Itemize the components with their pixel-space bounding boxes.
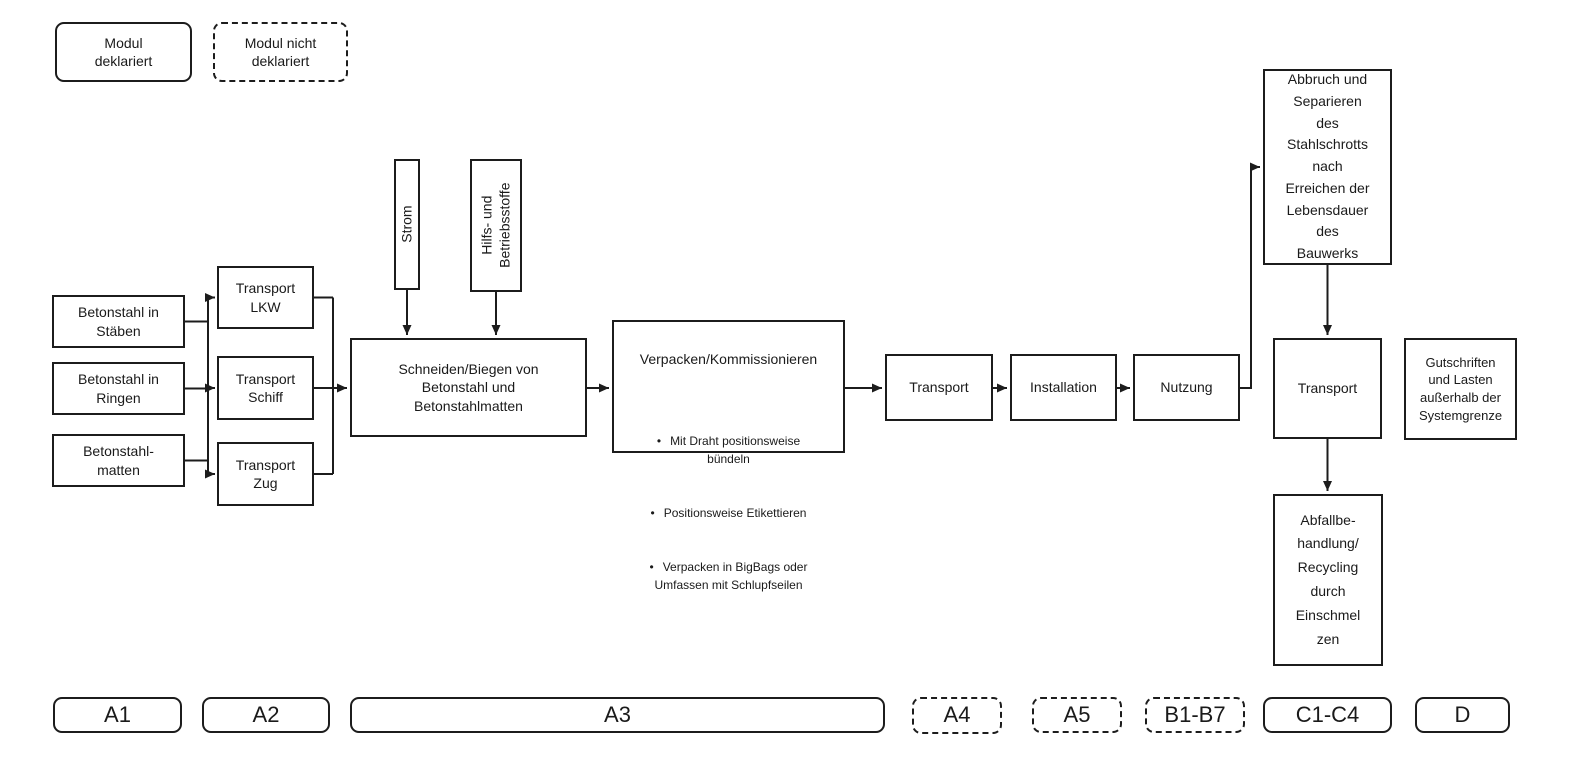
node-transport-zug: Transport Zug bbox=[217, 442, 314, 506]
bullet-icon: • bbox=[650, 505, 655, 520]
hilfs-betriebsstoffe-label: Hilfs- und Betriebsstoffe bbox=[478, 182, 514, 269]
list-item: • Positionsweise Etikettieren bbox=[614, 486, 843, 522]
module-label-a2: A2 bbox=[202, 697, 330, 733]
module-label-a1: A1 bbox=[53, 697, 182, 733]
verpacken-item-text: Mit Draht positionsweise bündeln bbox=[670, 433, 801, 466]
list-item: •Verpacken in BigBags oder Umfassen mit … bbox=[614, 540, 843, 594]
connector-nutzung-abbruch bbox=[1240, 162, 1260, 389]
verpacken-title: Verpacken/Kommissionieren bbox=[639, 351, 818, 368]
legend-module-not-declared: Modul nicht deklariert bbox=[213, 22, 348, 82]
node-nutzung: Nutzung bbox=[1133, 354, 1240, 421]
node-abfallbehandlung-recycling: Abfallbe- handlung/ Recycling durch Eins… bbox=[1273, 494, 1383, 666]
module-label-a3: A3 bbox=[350, 697, 885, 733]
node-installation: Installation bbox=[1010, 354, 1117, 421]
node-betonstahlmatten: Betonstahl- matten bbox=[52, 434, 185, 487]
bullet-icon: • bbox=[649, 559, 654, 574]
node-abbruch-separieren: Abbruch und Separieren des Stahlschrotts… bbox=[1263, 69, 1392, 265]
node-verpacken-kommissionieren: Verpacken/Kommissionieren • Mit Draht pos… bbox=[612, 320, 845, 592]
bullet-icon: • bbox=[656, 433, 662, 448]
node-transport-distribution: Transport bbox=[885, 354, 993, 421]
node-transport-eol: Transport bbox=[1273, 338, 1382, 439]
list-item: • Mit Draht positionsweise bündeln bbox=[614, 414, 843, 468]
node-transport-schiff: Transport Schiff bbox=[217, 356, 314, 420]
node-betonstahl-ringe: Betonstahl in Ringen bbox=[52, 362, 185, 415]
node-transport-lkw: Transport LKW bbox=[217, 266, 314, 329]
module-label-a5: A5 bbox=[1032, 697, 1122, 733]
module-label-a4: A4 bbox=[912, 697, 1002, 734]
node-schneiden-biegen: Schneiden/Biegen von Betonstahl und Beto… bbox=[350, 338, 587, 437]
node-gutschriften-lasten: Gutschriften und Lasten außerhalb der Sy… bbox=[1404, 338, 1517, 440]
module-label-b1-b7: B1-B7 bbox=[1145, 697, 1245, 733]
verpacken-list: • Mit Draht positionsweise bündeln • Posit… bbox=[614, 396, 843, 612]
module-label-d: D bbox=[1415, 697, 1510, 733]
verpacken-item-text: Verpacken in BigBags oder Umfassen mit S… bbox=[654, 559, 808, 592]
strom-label: Strom bbox=[398, 205, 415, 244]
node-hilfs-betriebsstoffe: Hilfs- und Betriebsstoffe bbox=[470, 159, 522, 292]
module-label-c1-c4: C1-C4 bbox=[1263, 697, 1392, 733]
legend-module-declared: Modul deklariert bbox=[55, 22, 192, 82]
node-betonstahl-staebe: Betonstahl in Stäben bbox=[52, 295, 185, 348]
node-strom: Strom bbox=[394, 159, 420, 290]
verpacken-item-text: Positionsweise Etikettieren bbox=[663, 505, 807, 520]
